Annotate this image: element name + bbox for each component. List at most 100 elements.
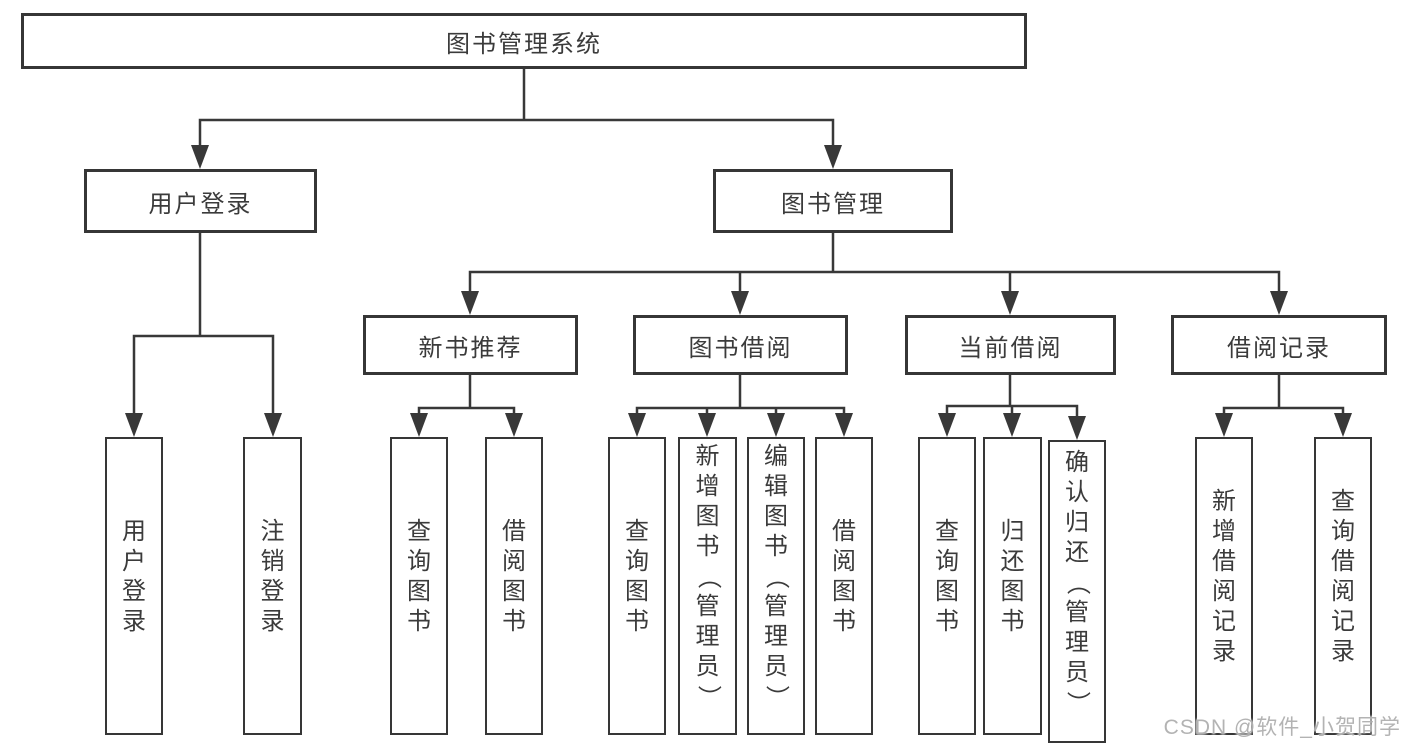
vertical-label-char: 员 xyxy=(695,653,720,680)
vertical-label-char: 图 xyxy=(764,503,788,530)
vertical-label-char: 图 xyxy=(695,503,720,530)
vertical-label-char: 还 xyxy=(1000,548,1025,575)
connector-userlogin-to-leaves xyxy=(132,233,275,414)
vertical-label-char: 编 xyxy=(764,443,788,470)
vertical-label-char: 理 xyxy=(1065,628,1089,656)
vertical-label-char: 记 xyxy=(1212,608,1236,635)
node-book-management-label: 图书管理 xyxy=(781,190,885,218)
arrowhead-leaf-cb-confirm xyxy=(1068,416,1086,440)
vertical-label-char: 图 xyxy=(1000,578,1025,605)
vertical-label-char: 户 xyxy=(122,548,146,575)
node-book-borrow-label: 图书借阅 xyxy=(688,334,793,362)
connector-newbook-to-leaves xyxy=(417,375,516,416)
leaf-logout: 注销登录 xyxy=(243,437,302,735)
vertical-label-char: 书 xyxy=(764,533,788,560)
vertical-label-char: 管 xyxy=(695,593,720,620)
node-current-borrow-label: 当前借阅 xyxy=(958,334,1063,362)
node-root: 图书管理系统 xyxy=(21,13,1027,69)
leaf-borrow-borrow-books: 借阅图书 xyxy=(815,437,873,735)
arrowhead-bookmgmt xyxy=(824,145,842,169)
connector-strokes xyxy=(132,69,1345,419)
arrowhead-leaf-cb-return xyxy=(1003,413,1021,437)
vertical-label-char: 书 xyxy=(935,608,959,635)
vertical-label-char: ） xyxy=(763,685,790,709)
connector-bookmgmt-to-level3 xyxy=(468,233,1281,293)
leaf-records-query-record: 查询借阅记录 xyxy=(1314,437,1372,735)
leaf-borrow-edit-books-admin: 编辑图书（管理员） xyxy=(747,437,805,735)
arrowhead-leaf-logout xyxy=(264,413,282,437)
vertical-label-char: 认 xyxy=(1065,478,1089,506)
vertical-label-char: 录 xyxy=(1212,638,1236,665)
vertical-label-char: 询 xyxy=(407,548,431,575)
vertical-label-char: ） xyxy=(1064,690,1091,715)
vertical-label-char: 阅 xyxy=(1212,578,1236,605)
arrowhead-borrowrecords xyxy=(1270,291,1288,315)
vertical-label-char: 图 xyxy=(625,578,649,605)
vertical-label-char: 询 xyxy=(1331,518,1355,545)
vertical-label-char: ） xyxy=(694,685,722,709)
connector-current-to-leaves xyxy=(945,375,1079,419)
vertical-label-char: 图 xyxy=(502,578,526,605)
node-root-label: 图书管理系统 xyxy=(446,30,602,58)
vertical-label-char: 借 xyxy=(832,518,856,545)
vertical-label-char: 新 xyxy=(695,443,720,470)
node-new-book-recommend-label: 新书推荐 xyxy=(418,334,523,362)
vertical-label-char: 注 xyxy=(260,518,285,545)
arrowhead-leaf-br-query xyxy=(1334,413,1352,437)
node-borrow-records-label: 借阅记录 xyxy=(1227,334,1331,362)
vertical-label-char: 录 xyxy=(260,608,285,635)
vertical-label-char: 增 xyxy=(1212,518,1236,545)
vertical-label-char: 确 xyxy=(1065,448,1089,476)
vertical-label-char: 询 xyxy=(625,548,649,575)
arrowheads xyxy=(125,145,1352,440)
vertical-label-char: 书 xyxy=(407,608,431,635)
arrowhead-leaf-bb-add xyxy=(698,413,716,437)
vertical-label-char: 书 xyxy=(695,533,720,560)
vertical-label-char: 书 xyxy=(832,608,856,635)
vertical-label-char: （ xyxy=(763,565,790,589)
arrowhead-leaf-nb-query xyxy=(410,413,428,437)
vertical-label-char: 用 xyxy=(122,518,146,545)
node-borrow-records: 借阅记录 xyxy=(1171,315,1387,375)
vertical-label-char: 查 xyxy=(407,518,431,545)
arrowhead-newbook xyxy=(461,291,479,315)
vertical-label-char: 借 xyxy=(1212,548,1236,575)
leaf-records-add-record: 新增借阅记录 xyxy=(1195,437,1253,735)
vertical-label-char: 销 xyxy=(260,548,285,575)
arrowhead-leaf-bb-query xyxy=(628,413,646,437)
vertical-label-char: 录 xyxy=(1331,638,1355,665)
vertical-label-char: 查 xyxy=(1331,488,1355,515)
vertical-label-char: 书 xyxy=(625,608,649,635)
vertical-label-char: 登 xyxy=(260,578,285,605)
vertical-label-char: 图 xyxy=(832,578,856,605)
arrowhead-leaf-nb-borrow xyxy=(505,413,523,437)
vertical-label-char: 登 xyxy=(122,578,146,605)
node-book-management: 图书管理 xyxy=(713,169,953,233)
leaf-current-query-books: 查询图书 xyxy=(918,437,976,735)
leaf-current-confirm-return-admin: 确认归还（管理员） xyxy=(1048,440,1106,743)
vertical-label-char: 阅 xyxy=(502,548,526,575)
vertical-label-char: 书 xyxy=(1000,608,1025,635)
leaf-borrow-query-books: 查询图书 xyxy=(608,437,666,735)
node-book-borrow: 图书借阅 xyxy=(633,315,848,375)
arrowhead-bookborrow xyxy=(731,291,749,315)
node-current-borrow: 当前借阅 xyxy=(905,315,1116,375)
vertical-label-char: 理 xyxy=(764,623,788,650)
vertical-label-char: 管 xyxy=(1065,598,1089,626)
vertical-label-char: 查 xyxy=(625,518,649,545)
arrowhead-leaf-bb-edit xyxy=(767,413,785,437)
connector-borrow-to-leaves xyxy=(635,375,846,416)
vertical-label-char: 增 xyxy=(695,473,720,500)
csdn-watermark: CSDN @软件_小贺同学 xyxy=(1163,716,1401,739)
leaf-newbook-query-books: 查询图书 xyxy=(390,437,448,735)
vertical-label-char: 归 xyxy=(1065,508,1089,536)
vertical-label-char: 借 xyxy=(502,518,526,545)
leaf-borrow-add-books-admin: 新增图书（管理员） xyxy=(678,437,737,735)
arrowhead-currentborrow xyxy=(1001,291,1019,315)
vertical-label-char: 辑 xyxy=(764,473,788,500)
vertical-label-char: 记 xyxy=(1331,608,1355,635)
arrowhead-leaf-br-add xyxy=(1215,413,1233,437)
vertical-label-char: 新 xyxy=(1212,488,1236,515)
vertical-label-char: 员 xyxy=(764,653,788,680)
